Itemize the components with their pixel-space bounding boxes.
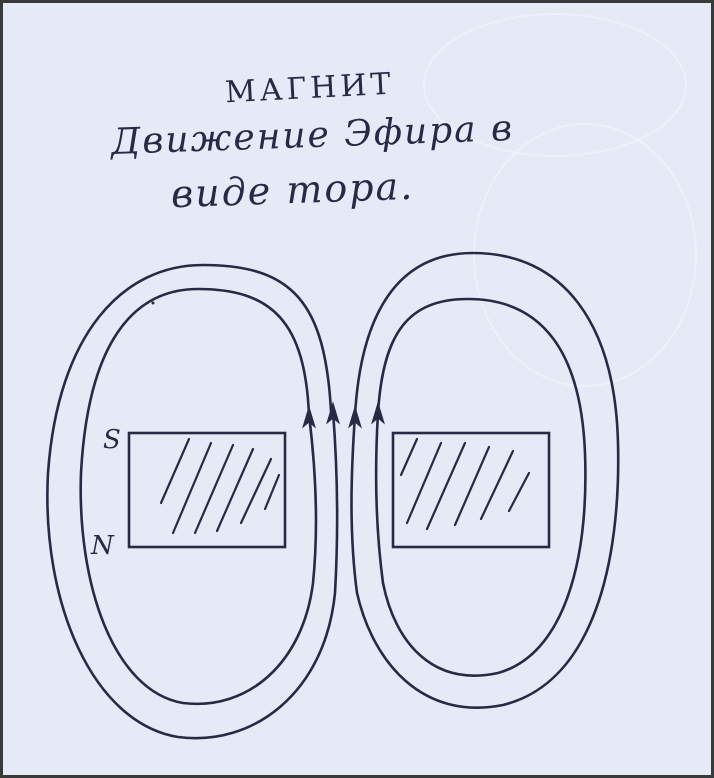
left-magnet-body xyxy=(127,431,287,549)
hatch-line xyxy=(171,441,213,535)
hatch-line xyxy=(215,447,255,533)
torus-field-drawing xyxy=(46,251,620,740)
left-inner-field-loop xyxy=(79,287,318,706)
up-arrow-icon xyxy=(326,401,340,425)
hatch-line xyxy=(479,449,515,521)
left-outer-field-loop xyxy=(46,263,339,740)
hatch-line xyxy=(263,473,281,511)
left-magnet xyxy=(127,431,287,549)
south-pole-label: S xyxy=(103,425,121,455)
ink-dot xyxy=(151,301,155,305)
right-inner-field-loop xyxy=(374,297,587,677)
hatch-line xyxy=(399,437,419,477)
hatch-line xyxy=(453,445,491,527)
hatch-line xyxy=(507,471,531,513)
hatch-line xyxy=(239,457,273,525)
hatch-line xyxy=(193,443,235,535)
hatch-line xyxy=(405,441,443,525)
north-pole-label: N xyxy=(91,531,114,561)
up-arrow-icon xyxy=(302,405,316,429)
right-magnet-body xyxy=(391,431,551,549)
right-outer-field-loop xyxy=(350,251,620,709)
up-arrow-icon xyxy=(348,405,362,429)
right-magnet xyxy=(391,431,551,549)
up-arrow-icon xyxy=(371,401,385,425)
hatch-line xyxy=(425,441,467,531)
hatch-line xyxy=(159,437,191,505)
